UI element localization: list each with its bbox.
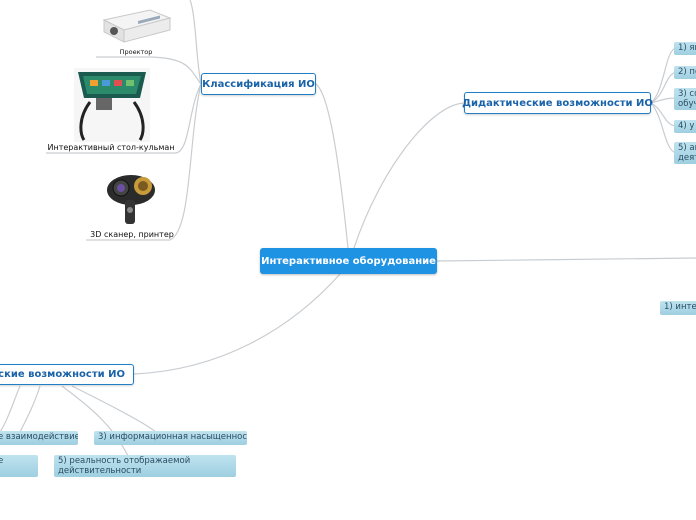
didactic-item-4[interactable]: 4) у xyxy=(674,120,696,133)
didactic-item-2[interactable]: 2) по xyxy=(674,66,696,79)
drafting-table-icon xyxy=(74,68,150,142)
3d-scanner-icon xyxy=(95,166,169,228)
right-item-1[interactable]: 1) интер xyxy=(660,301,696,315)
drafting-table-caption: Интерактивный стол-кульман xyxy=(47,143,175,152)
bottom-item-interaction[interactable]: е взаимодействие xyxy=(0,431,78,445)
root-topic[interactable]: Интерактивное оборудование xyxy=(260,248,437,274)
didactic-item-5[interactable]: 5) ак деят xyxy=(674,142,696,164)
3d-scanner-caption: 3D сканер, принтер xyxy=(90,230,174,239)
didactic-topic[interactable]: Дидактические возможности ИО xyxy=(462,92,653,114)
didactic-item-3[interactable]: 3) со обуч xyxy=(674,88,696,110)
bottom-item-information[interactable]: 3) информационная насыщенность xyxy=(94,431,247,445)
projector-icon xyxy=(98,4,174,46)
classification-topic[interactable]: Классификация ИО xyxy=(201,73,316,95)
didactic-item-1[interactable]: 1) яв xyxy=(674,42,696,55)
bottom-topic[interactable]: ческие возможности ИО xyxy=(0,364,134,385)
bottom-item-left-partial[interactable]: е xyxy=(0,455,38,477)
bottom-item-reality[interactable]: 5) реальность отображаемой действительно… xyxy=(54,455,236,477)
projector-caption: Проектор xyxy=(119,48,153,56)
